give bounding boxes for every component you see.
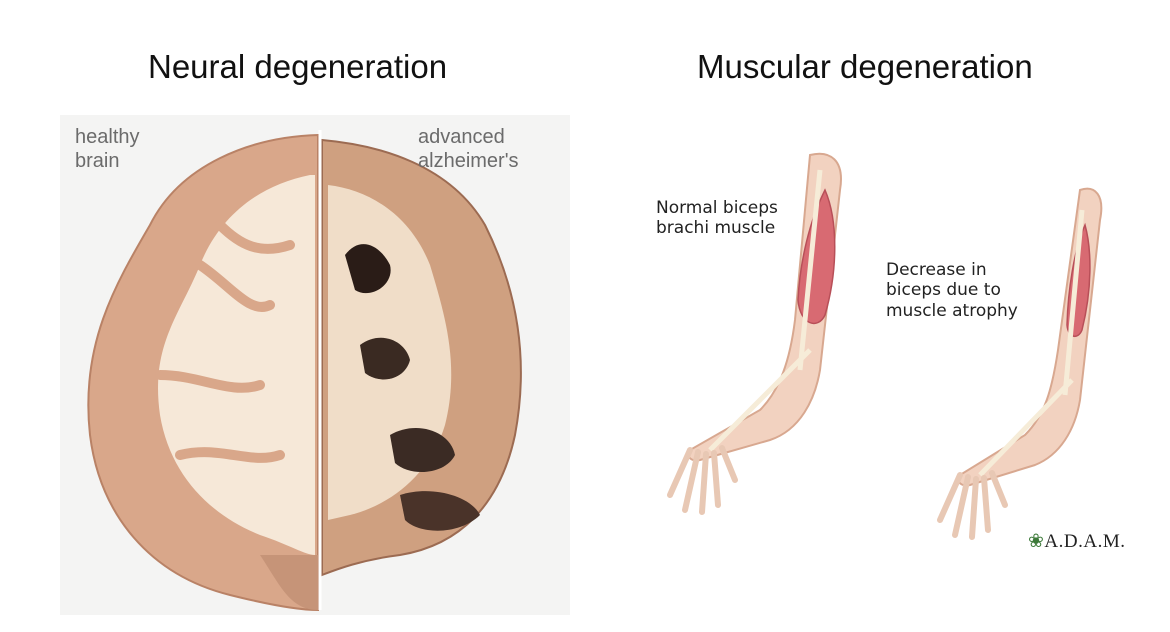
biceps-comparison-image: Normal biceps brachi muscle Decrease in … xyxy=(640,150,1140,570)
brain-comparison-image: healthy brain advanced alzheimer's xyxy=(60,115,570,615)
adam-logo-text: A.D.A.M. xyxy=(1044,531,1126,552)
muscular-degeneration-title: Muscular degeneration xyxy=(697,48,1033,85)
leaf-icon: ❀ xyxy=(1028,531,1045,552)
atrophy-biceps-label: Decrease in biceps due to muscle atrophy xyxy=(886,260,1018,321)
normal-arm xyxy=(667,152,842,515)
atrophied-arm xyxy=(937,187,1103,540)
arms-illustration xyxy=(667,152,1103,540)
healthy-brain-label: healthy brain xyxy=(75,126,140,172)
adam-logo: ❀A.D.A.M. xyxy=(1028,530,1125,553)
normal-biceps-label: Normal biceps brachi muscle xyxy=(656,198,778,239)
neural-degeneration-title: Neural degeneration xyxy=(148,48,448,85)
brain-illustration xyxy=(87,130,522,612)
alzheimers-brain-label: advanced alzheimer's xyxy=(418,126,519,172)
